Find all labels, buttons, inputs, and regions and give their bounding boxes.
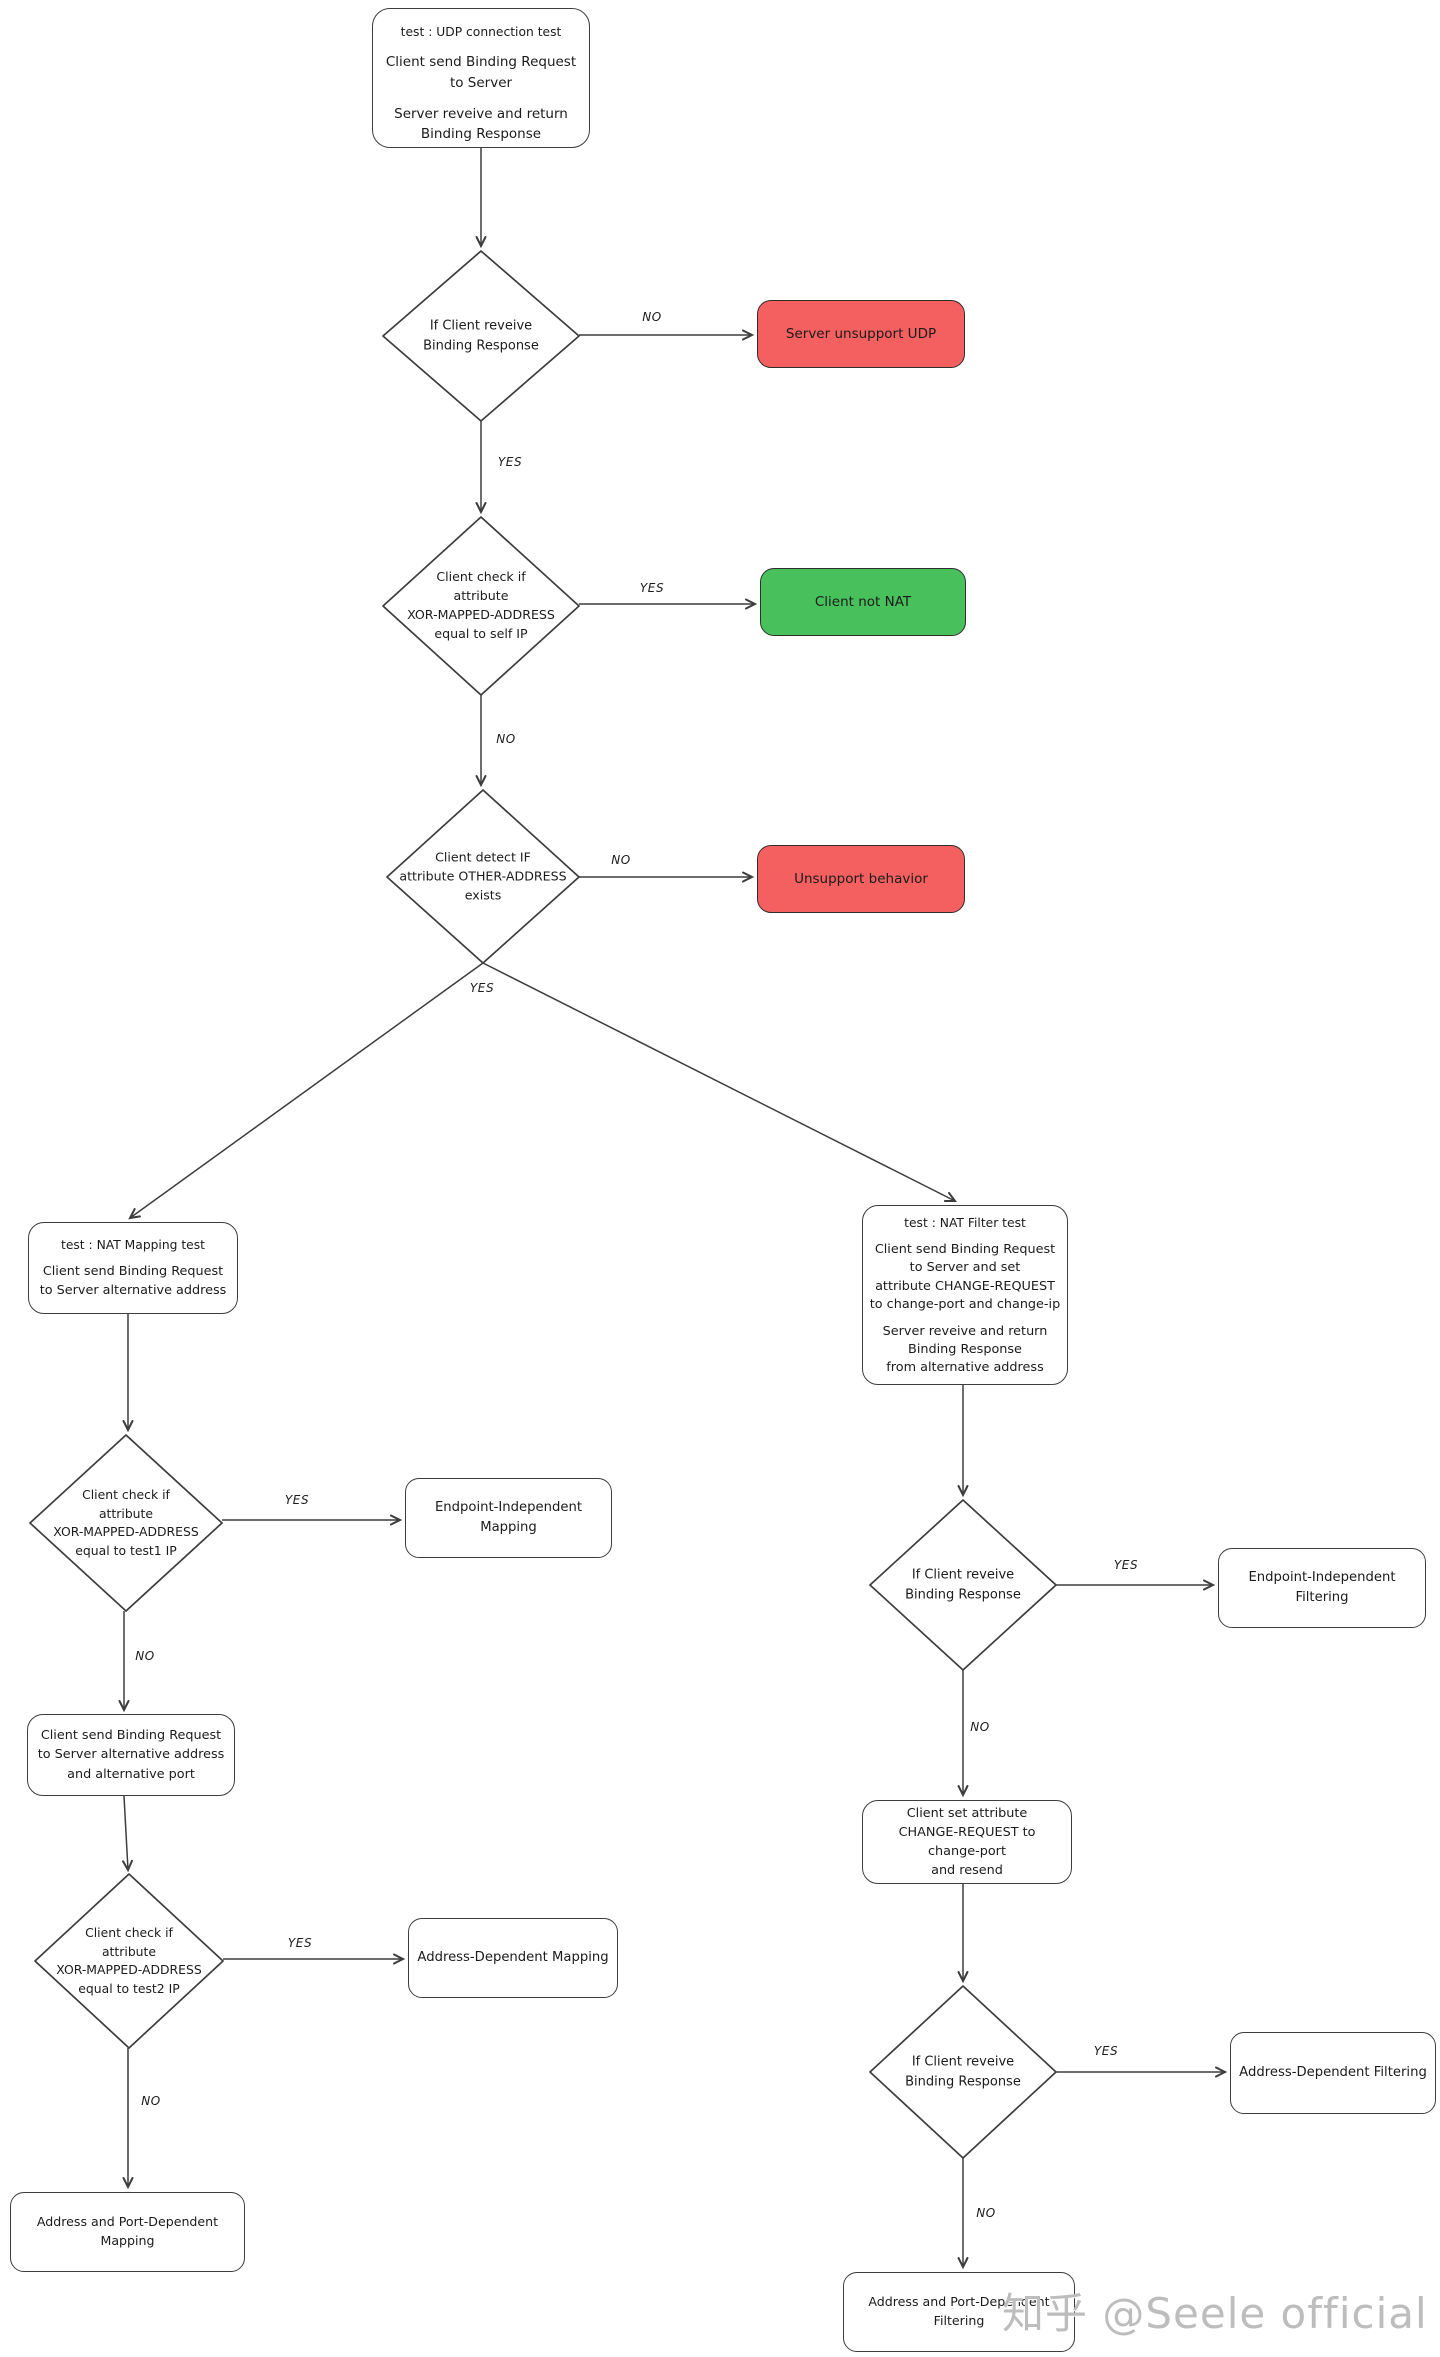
endpoint-independent-mapping-node: Endpoint-Independent Mapping xyxy=(405,1478,612,1558)
node-text: Server reveive and return Binding Respon… xyxy=(394,105,568,143)
server-unsupport-udp-node: Server unsupport UDP xyxy=(757,300,965,368)
edge-label-yes-d2: YES xyxy=(639,581,665,595)
edge-sendalt-to-dl2 xyxy=(122,1795,134,1873)
edge-label-no-d3: NO xyxy=(611,853,631,867)
nat-filter-test-node: test : NAT Filter test Client send Bindi… xyxy=(862,1205,1068,1385)
nat-mapping-test-node: test : NAT Mapping test Client send Bind… xyxy=(28,1222,238,1314)
node-text: Address-Dependent Filtering xyxy=(1239,2065,1427,2081)
address-dependent-filtering-node: Address-Dependent Filtering xyxy=(1230,2032,1436,2114)
edge-label-no-dr1: NO xyxy=(970,1720,990,1734)
decision-label-xor-self-ip: Client check if attribute XOR-MAPPED-ADD… xyxy=(407,569,555,641)
edge-label-yes-dr1: YES xyxy=(1113,1558,1139,1572)
edge-label-yes-dl1: YES xyxy=(284,1493,310,1507)
node-title: test : NAT Filter test xyxy=(904,1215,1026,1230)
decision-xor-test2-ip xyxy=(34,1873,224,2049)
edge-d3-yes-right xyxy=(482,962,958,1203)
edge-label-yes-d3: YES xyxy=(469,981,495,995)
node-text: Server unsupport UDP xyxy=(785,325,937,342)
node-text: Endpoint-Independent Mapping xyxy=(434,1500,583,1535)
address-port-dependent-mapping-node: Address and Port-Dependent Mapping xyxy=(10,2192,245,2272)
node-title: test : UDP connection test xyxy=(400,25,562,39)
node-title: test : NAT Mapping test xyxy=(61,1238,205,1253)
node-text: Address-Dependent Mapping xyxy=(417,1950,609,1966)
node-text: Address and Port-Dependent Mapping xyxy=(36,2214,219,2248)
decision-label-receive-response-r1: If Client reveive Binding Response xyxy=(905,1567,1021,1603)
decision-label-xor-test1-ip: Client check if attribute XOR-MAPPED-ADD… xyxy=(53,1486,199,1558)
address-dependent-mapping-node: Address-Dependent Mapping xyxy=(408,1918,618,1998)
send-alt-addr-port-node: Client send Binding Request to Server al… xyxy=(27,1714,235,1796)
change-request-resend-node: Client set attribute CHANGE-REQUEST to c… xyxy=(862,1800,1072,1884)
node-text: Client send Binding Request to Server al… xyxy=(37,1728,225,1782)
edge-label-yes-d1: YES xyxy=(497,455,523,469)
edge-label-no-d2: NO xyxy=(496,732,516,746)
node-text: Client not NAT xyxy=(814,593,912,610)
decision-receive-response-r2 xyxy=(869,1985,1057,2159)
node-text: Address and Port-Dependent Filtering xyxy=(868,2294,1050,2328)
edge-d3-yes-left xyxy=(128,962,484,1220)
decision-other-address xyxy=(386,789,580,964)
node-text: Client send Binding Request to Server an… xyxy=(869,1242,1061,1312)
client-not-nat-node: Client not NAT xyxy=(760,568,966,636)
decision-receive-response-r1 xyxy=(869,1499,1057,1671)
edge-label-yes-dr2: YES xyxy=(1093,2044,1119,2058)
address-port-dependent-filtering-node: Address and Port-Dependent Filtering xyxy=(843,2272,1075,2352)
node-text: Unsupport behavior xyxy=(794,870,928,887)
edge-label-yes-dl2: YES xyxy=(287,1936,313,1950)
node-text: Client send Binding Request to Server xyxy=(385,54,577,91)
decision-xor-self-ip xyxy=(382,516,580,696)
endpoint-independent-filtering-node: Endpoint-Independent Filtering xyxy=(1218,1548,1426,1628)
node-text: Client send Binding Request to Server al… xyxy=(39,1263,227,1298)
node-text: Client set attribute CHANGE-REQUEST to c… xyxy=(898,1805,1036,1879)
decision-xor-test1-ip xyxy=(29,1434,223,1612)
edge-label-no-dl2: NO xyxy=(141,2094,161,2108)
edge-label-no-dr2: NO xyxy=(976,2206,996,2220)
decision-label-receive-response-r2: If Client reveive Binding Response xyxy=(905,2054,1021,2090)
decision-label-receive-response-1: If Client reveive Binding Response xyxy=(423,318,539,354)
node-text: Endpoint-Independent Filtering xyxy=(1248,1570,1396,1605)
unsupport-behavior-node: Unsupport behavior xyxy=(757,845,965,913)
start-node: test : UDP connection test Client send B… xyxy=(372,8,590,148)
decision-label-xor-test2-ip: Client check if attribute XOR-MAPPED-ADD… xyxy=(56,1924,202,1996)
decision-label-other-address: Client detect IF attribute OTHER-ADDRESS… xyxy=(399,849,567,903)
zhihu-watermark: 知乎 @Seele official xyxy=(1002,2289,1428,2338)
node-text: Server reveive and return Binding Respon… xyxy=(882,1323,1048,1376)
edge-label-no-d1: NO xyxy=(642,310,662,324)
decision-receive-response-1 xyxy=(382,250,580,422)
edge-label-no-dl1: NO xyxy=(135,1649,155,1663)
